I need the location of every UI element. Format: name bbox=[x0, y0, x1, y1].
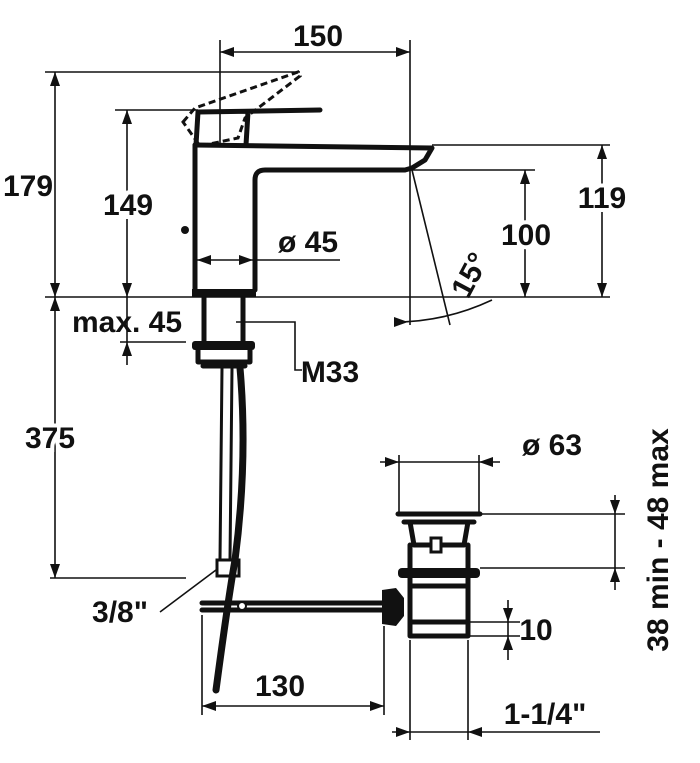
label-max-deck: max. 45 bbox=[72, 306, 182, 339]
dimension-lines bbox=[45, 40, 625, 740]
label-rod-length: 130 bbox=[255, 670, 305, 703]
label-waste-thread: 1-1/4" bbox=[504, 698, 587, 731]
label-spout-angle: 15° bbox=[445, 247, 495, 303]
label-body-diameter: ø 45 bbox=[278, 226, 338, 259]
dimension-labels: 150 179 149 119 100 ø 45 15° max. 45 M33… bbox=[3, 20, 675, 731]
label-spout-top-height: 119 bbox=[578, 182, 626, 215]
label-thread: M33 bbox=[301, 356, 359, 389]
label-waste-flange: 10 bbox=[519, 614, 552, 647]
label-body-height: 149 bbox=[103, 189, 153, 222]
label-total-height: 179 bbox=[3, 170, 53, 203]
label-hose-length: 375 bbox=[25, 422, 75, 455]
label-hose-connection: 3/8" bbox=[92, 596, 148, 629]
label-spout-reach: 150 bbox=[293, 20, 343, 53]
label-waste-diameter: ø 63 bbox=[522, 429, 582, 462]
faucet bbox=[181, 70, 483, 694]
label-waste-range: 38 min - 48 max bbox=[642, 428, 675, 652]
label-spout-outlet-height: 100 bbox=[501, 219, 551, 252]
